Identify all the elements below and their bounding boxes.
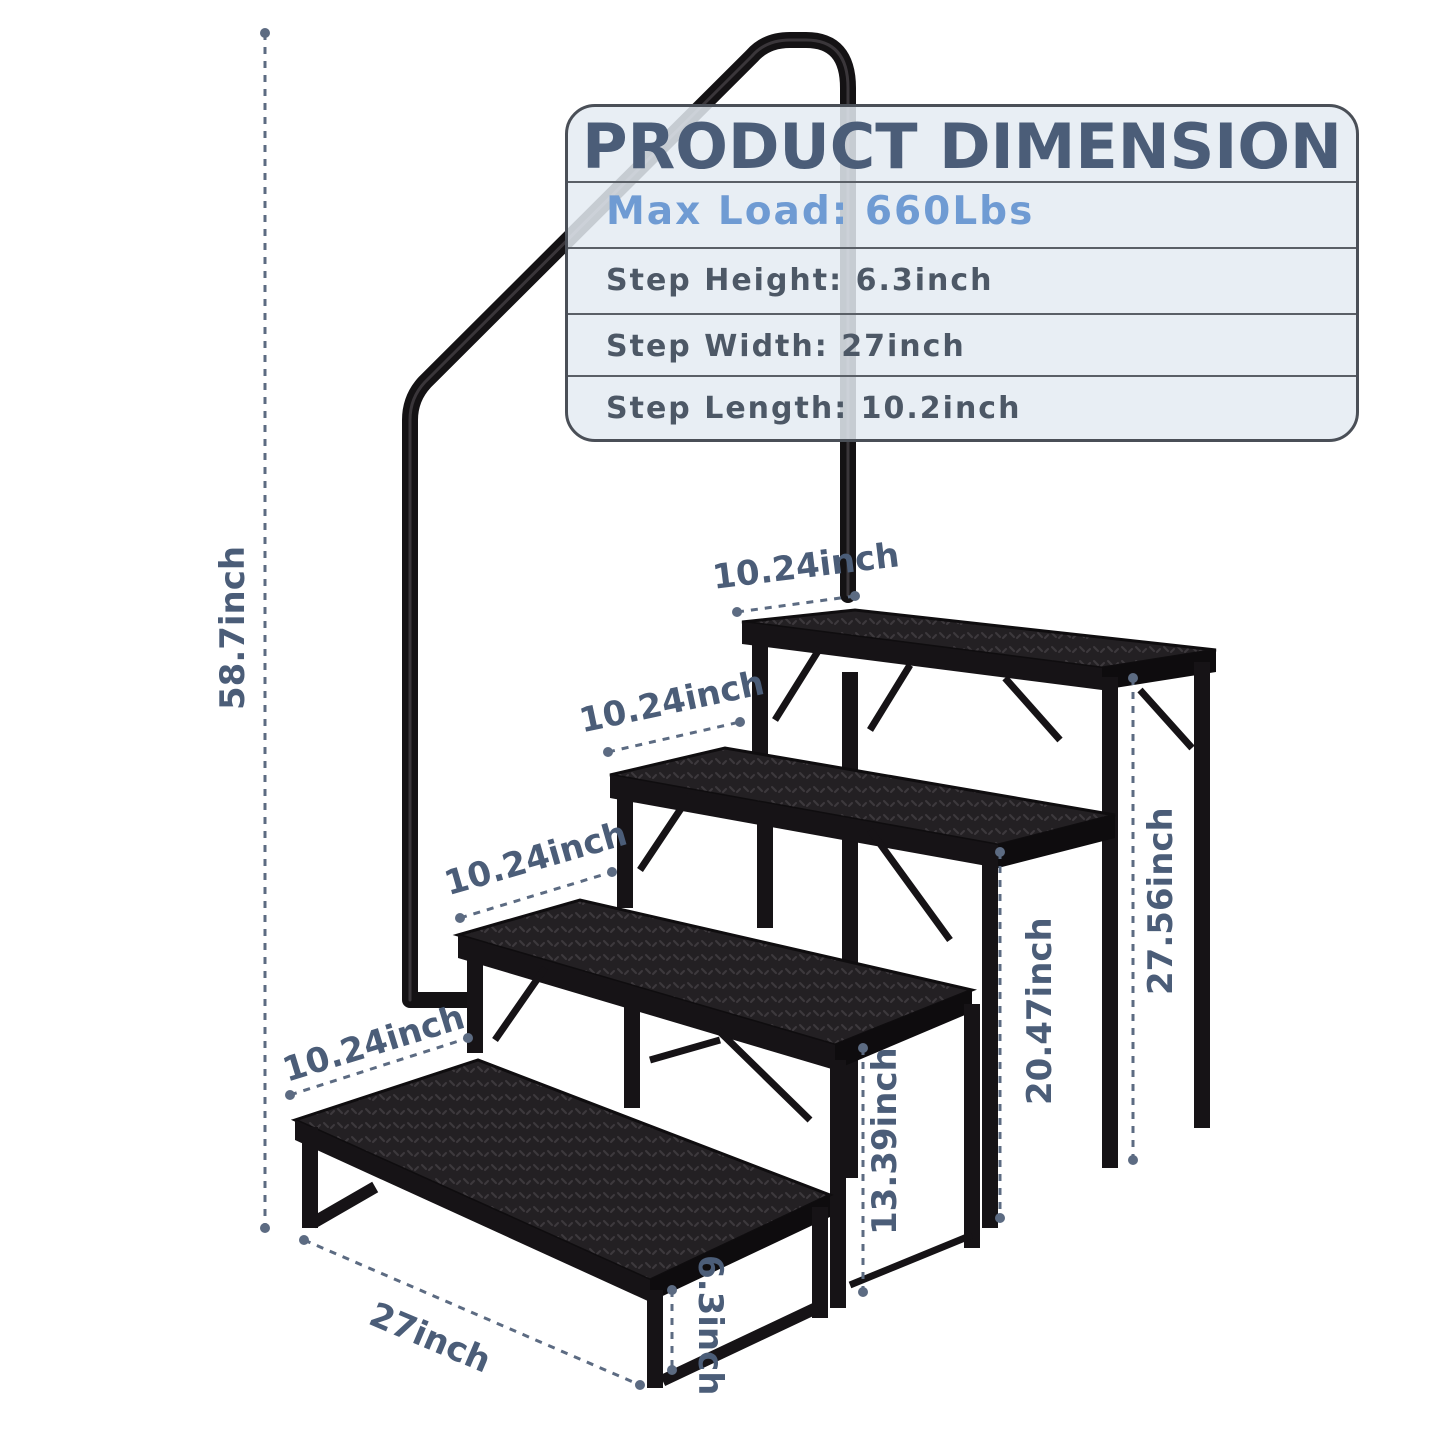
rise-1-label: 6.3inch (690, 1255, 730, 1396)
step-4 (741, 608, 1217, 1178)
step-height-text: Step Height: 6.3inch (606, 263, 994, 298)
dimension-lines (263, 33, 1135, 1387)
panel-title: PRODUCT DIMENSION (582, 110, 1342, 183)
max-load-row: Max Load: 660Lbs (568, 181, 1356, 249)
product-dimension-panel: PRODUCT DIMENSION Max Load: 660Lbs Step … (565, 104, 1359, 442)
rise-4-label: 27.56inch (1141, 807, 1181, 995)
step-3 (609, 746, 1116, 1228)
step-2 (452, 898, 980, 1308)
rise-2-label: 13.39inch (865, 1047, 905, 1235)
max-load-text: Max Load: 660Lbs (606, 189, 1035, 234)
step-length-text: Step Length: 10.2inch (606, 391, 1022, 426)
handrail (402, 32, 856, 1008)
overall-height-label: 58.7inch (213, 545, 253, 710)
step-width-text: Step Width: 27inch (606, 329, 966, 364)
step-length-row: Step Length: 10.2inch (568, 375, 1356, 439)
rise-3-label: 20.47inch (1020, 917, 1060, 1105)
step-width-row: Step Width: 27inch (568, 313, 1356, 377)
step-height-row: Step Height: 6.3inch (568, 247, 1356, 315)
dimension-endpoints (260, 28, 1138, 1390)
step-1 (290, 1058, 834, 1388)
